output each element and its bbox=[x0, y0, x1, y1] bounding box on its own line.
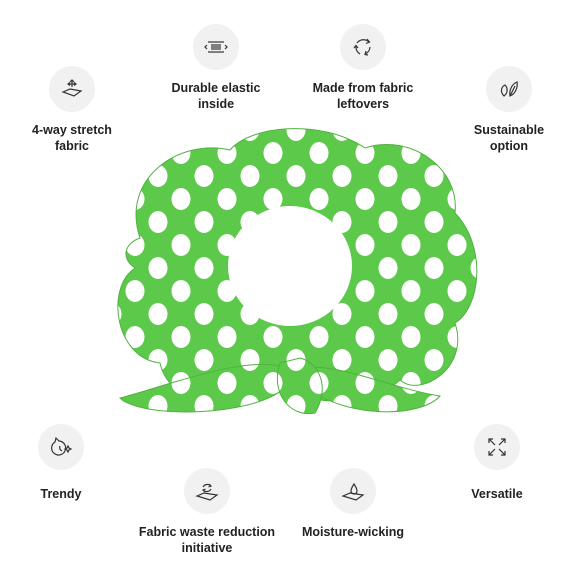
feature-durable-elastic: Durable elastic inside bbox=[141, 24, 291, 112]
feature-label: Moisture-wicking bbox=[301, 525, 405, 539]
expand-arrows-icon bbox=[474, 424, 520, 470]
feature-label: Trendy bbox=[40, 487, 82, 501]
cat-sparkle-icon bbox=[38, 424, 84, 470]
fabric-recycle-icon bbox=[184, 468, 230, 514]
feature-label: Versatile bbox=[471, 487, 523, 501]
water-drop-icon bbox=[330, 468, 376, 514]
stretch-arrows-icon bbox=[49, 66, 95, 112]
scrunchie-ring bbox=[117, 128, 478, 404]
recycle-icon bbox=[340, 24, 386, 70]
feature-4-way-stretch: 4-way stretch fabric bbox=[0, 66, 147, 154]
feature-trendy: Trendy bbox=[0, 424, 136, 502]
scrunchie-image bbox=[117, 128, 478, 415]
feature-label: Sustainable option bbox=[473, 123, 545, 153]
feature-label: 4-way stretch fabric bbox=[32, 123, 112, 153]
feature-sustainable: Sustainable option bbox=[434, 66, 580, 154]
feature-fabric-leftovers: Made from fabric leftovers bbox=[288, 24, 438, 112]
feature-moisture-wicking: Moisture-wicking bbox=[278, 468, 428, 540]
feature-label: Fabric waste reduction initiative bbox=[138, 525, 276, 555]
feature-versatile: Versatile bbox=[422, 424, 572, 502]
feature-fabric-waste-reduction: Fabric waste reduction initiative bbox=[132, 468, 282, 556]
feature-label: Made from fabric leftovers bbox=[312, 81, 414, 111]
scrunchie-bow bbox=[119, 357, 441, 415]
elastic-icon bbox=[193, 24, 239, 70]
leaf-icon bbox=[486, 66, 532, 112]
feature-label: Durable elastic inside bbox=[171, 81, 261, 111]
